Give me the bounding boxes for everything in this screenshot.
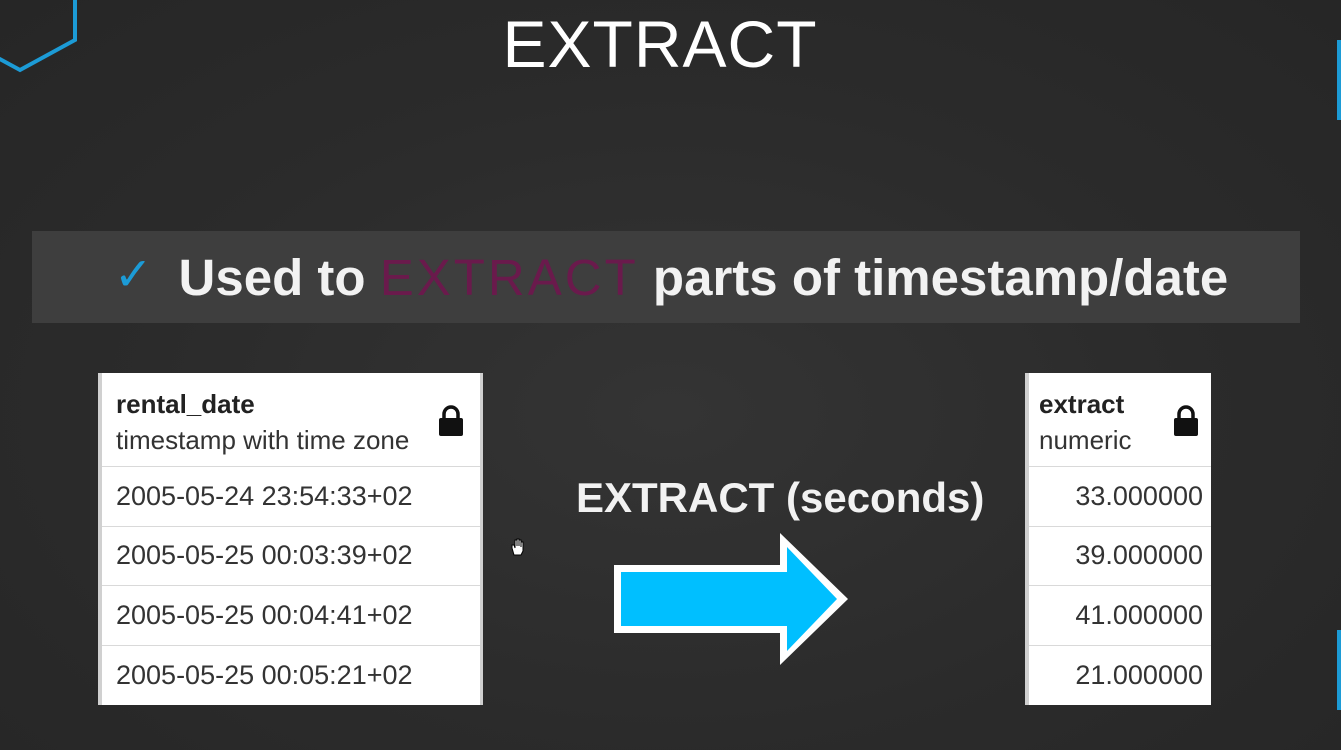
table-row[interactable]: 21.000000 [1075, 659, 1203, 690]
lock-icon [439, 405, 463, 436]
edge-decoration [1337, 630, 1341, 710]
right-arrow-icon [614, 533, 848, 665]
result-column-header[interactable]: extract numeric [1029, 373, 1211, 467]
column-type: timestamp with time zone [116, 425, 410, 455]
column-type: numeric [1039, 425, 1132, 455]
banner-keyword: EXTRACT [379, 248, 639, 306]
column-name: rental_date [116, 389, 255, 419]
checkmark-icon: ✓ [114, 247, 153, 301]
summary-banner: ✓ Used to EXTRACT parts of timestamp/dat… [32, 231, 1300, 323]
banner-text-before: Used to [178, 248, 380, 306]
banner-text: Used to EXTRACT parts of timestamp/date [179, 248, 1229, 307]
table-row[interactable]: 2005-05-24 23:54:33+02 [102, 467, 480, 527]
lock-icon [1174, 405, 1198, 436]
source-table: rental_date timestamp with time zone 200… [98, 373, 483, 705]
operation-label: EXTRACT (seconds) [576, 474, 985, 521]
edge-decoration [1337, 40, 1341, 120]
source-column-header[interactable]: rental_date timestamp with time zone [102, 373, 480, 467]
table-row[interactable]: 33.000000 [1029, 467, 1211, 527]
table-row[interactable]: 2005-05-25 00:03:39+02 [102, 527, 480, 586]
hexagon-decoration-icon [0, 0, 77, 73]
hand-cursor-icon [511, 538, 524, 556]
column-name: extract [1039, 389, 1125, 419]
result-table: extract numeric 33.000000 39.000000 41.0… [1025, 373, 1211, 705]
slide-title: EXTRACT [502, 7, 818, 81]
table-row[interactable]: 39.000000 [1029, 527, 1211, 586]
table-row[interactable]: 2005-05-25 00:05:21+02 [116, 659, 413, 690]
banner-text-after: parts of timestamp/date [638, 248, 1229, 306]
table-row[interactable]: 2005-05-25 00:04:41+02 [102, 586, 480, 646]
table-row[interactable]: 41.000000 [1029, 586, 1211, 646]
